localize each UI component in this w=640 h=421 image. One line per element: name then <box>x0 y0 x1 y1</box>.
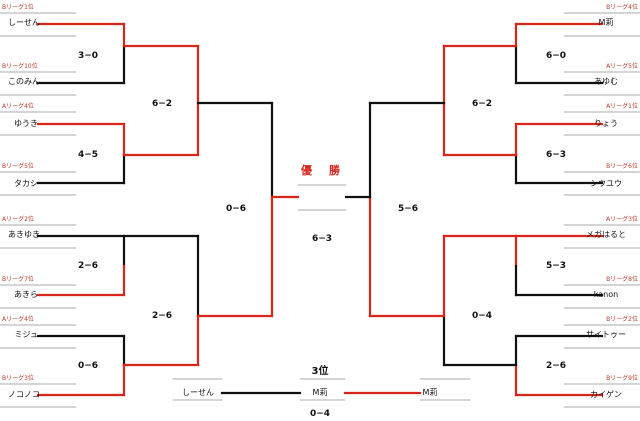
seed-label-right-6: Bリーグ8位 <box>606 276 638 283</box>
seed-label-left-8: Bリーグ3位 <box>2 375 34 382</box>
score-left-round1-match2: 4−5 <box>77 150 99 160</box>
seed-label-right-2: Aリーグ5位 <box>606 63 638 70</box>
seed-label-left-3: Aリーグ4位 <box>2 103 34 110</box>
player-name-right-6: kanon <box>593 290 619 299</box>
player-name-right-8: カイゲン <box>590 390 622 399</box>
score-final: 6−3 <box>311 234 333 244</box>
third-place-player-center: M莉 <box>312 388 328 397</box>
score-right-round1-match3: 5−3 <box>545 261 567 271</box>
seed-label-right-5: Aリーグ3位 <box>606 216 638 223</box>
score-left-round2-match1: 6−2 <box>151 99 173 109</box>
seed-label-right-1: Bリーグ4位 <box>606 4 638 11</box>
player-name-left-7: ミジュ <box>14 330 38 339</box>
seed-label-right-7: Bリーグ2位 <box>606 316 638 323</box>
score-third-place: 0−4 <box>309 409 331 419</box>
player-name-right-7: サイトゥー <box>586 330 626 339</box>
score-right-round2-match1: 6−2 <box>471 99 493 109</box>
seed-label-right-8: Bリーグ9位 <box>606 375 638 382</box>
player-name-left-5: あきゆき <box>8 230 40 239</box>
player-name-right-4: シウユウ <box>590 179 622 188</box>
seed-label-left-6: Bリーグ7位 <box>2 276 34 283</box>
player-name-left-8: ノコノコ <box>8 390 40 399</box>
player-name-right-2: あゆむ <box>594 77 618 86</box>
player-name-right-5: メガはると <box>586 230 626 239</box>
seed-label-right-3: Aリーグ1位 <box>606 103 638 110</box>
player-name-right-3: りょう <box>594 119 618 128</box>
score-right-round1-match4: 2−6 <box>545 361 567 371</box>
score-left-round1-match1: 3−0 <box>77 51 99 61</box>
seed-label-left-7: Aリーグ4位 <box>2 316 34 323</box>
player-name-right-1: M莉 <box>598 18 614 27</box>
player-name-left-3: ゆうき <box>14 119 38 128</box>
score-right-round1-match2: 6−3 <box>545 150 567 160</box>
score-right-semifinal: 5−6 <box>397 204 419 214</box>
seed-label-left-1: Bリーグ1位 <box>2 4 34 11</box>
third-place-title: 3位 <box>311 366 329 377</box>
score-left-round1-match4: 0−6 <box>77 361 99 371</box>
championship-title: 優 勝 <box>301 164 343 177</box>
seed-label-left-4: Bリーグ5位 <box>2 163 34 170</box>
seed-label-right-4: Bリーグ6位 <box>606 163 638 170</box>
player-name-left-4: タカシ <box>14 179 38 188</box>
score-right-round2-match2: 0−4 <box>471 311 493 321</box>
score-right-round1-match1: 6−0 <box>545 51 567 61</box>
player-name-left-2: このみん <box>8 77 40 86</box>
third-place-player-right: M莉 <box>422 388 438 397</box>
player-name-left-6: あきら <box>14 290 38 299</box>
third-place-player-left: しーせん <box>182 388 214 397</box>
score-left-round1-match3: 2−6 <box>77 261 99 271</box>
score-left-semifinal: 0−6 <box>225 204 247 214</box>
score-left-round2-match2: 2−6 <box>151 311 173 321</box>
seed-label-left-5: Aリーグ2位 <box>2 216 34 223</box>
seed-label-left-2: Bリーグ10位 <box>2 63 38 70</box>
player-name-left-1: しーせん <box>8 18 40 27</box>
